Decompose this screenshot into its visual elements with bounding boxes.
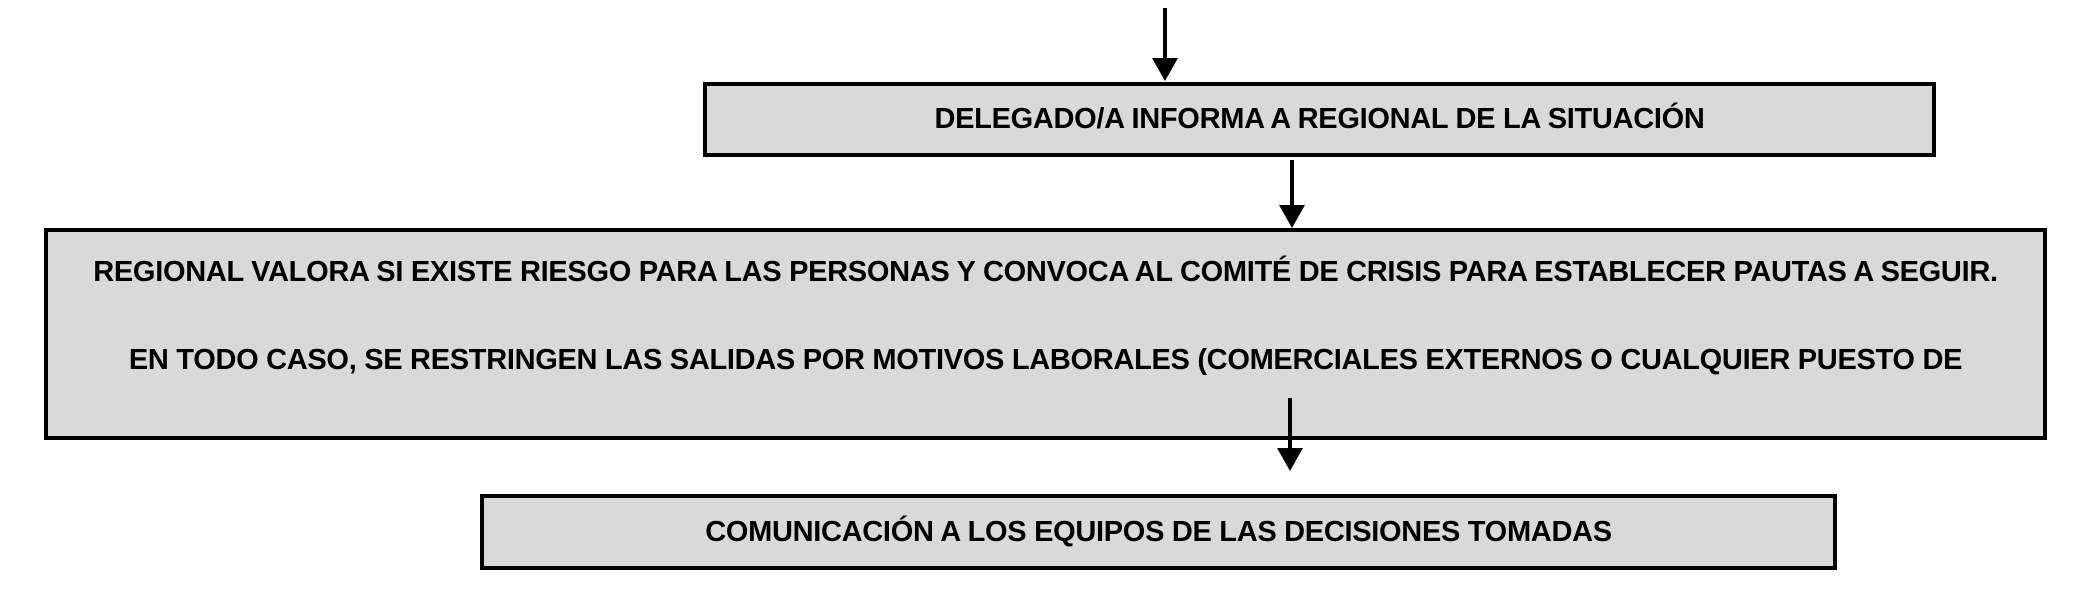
- flow-node-delegado-informa: DELEGADO/A INFORMA A REGIONAL DE LA SITU…: [703, 82, 1936, 157]
- flow-node-comunicacion-equipos-label: COMUNICACIÓN A LOS EQUIPOS DE LAS DECISI…: [705, 515, 1612, 548]
- arrow-down-icon: [1277, 398, 1303, 471]
- flow-node-regional-valora: REGIONAL VALORA SI EXISTE RIESGO PARA LA…: [44, 228, 2047, 440]
- flow-node-delegado-informa-label: DELEGADO/A INFORMA A REGIONAL DE LA SITU…: [934, 103, 1705, 135]
- flow-node-regional-valora-paragraph-1: REGIONAL VALORA SI EXISTE RIESGO PARA LA…: [93, 256, 1998, 288]
- flow-node-comunicacion-equipos: COMUNICACIÓN A LOS EQUIPOS DE LAS DECISI…: [480, 494, 1837, 570]
- flow-node-regional-valora-paragraph-2: EN TODO CASO, SE RESTRINGEN LAS SALIDAS …: [128, 344, 1963, 376]
- arrow-down-icon: [1152, 8, 1178, 81]
- arrow-down-icon: [1279, 160, 1305, 228]
